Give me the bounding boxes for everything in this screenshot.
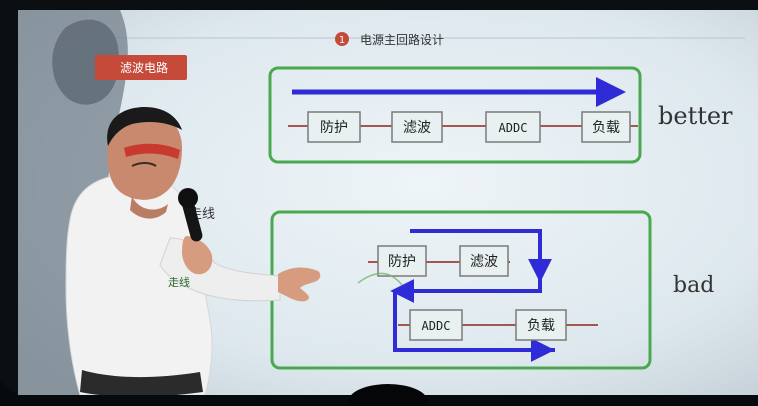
speaker-shadow bbox=[18, 10, 128, 395]
bad-block-filter-label: 滤波 bbox=[470, 254, 498, 270]
bad-annotation-curve bbox=[357, 272, 403, 286]
better-block-addc bbox=[485, 111, 541, 143]
speaker-mic-hand bbox=[182, 236, 213, 275]
better-block-filter-label: 滤波 bbox=[403, 120, 431, 136]
bad-flow-return bbox=[390, 278, 542, 303]
foreground-darkness bbox=[0, 380, 758, 406]
bad-flow-bottom bbox=[393, 291, 555, 362]
better-block-load bbox=[581, 111, 631, 143]
better-block-filter bbox=[391, 111, 443, 143]
bad-flow-top bbox=[410, 229, 552, 283]
speaker-headband bbox=[124, 143, 180, 159]
speaker bbox=[65, 106, 321, 397]
bad-diagram: 防护 滤波 ADDC 负载 bbox=[270, 210, 652, 370]
better-diagram-box bbox=[268, 66, 642, 164]
bad-block-protect bbox=[377, 245, 427, 277]
better-block-load-label: 负载 bbox=[592, 120, 620, 136]
left-handwritten-label: 走线 bbox=[168, 275, 190, 289]
section-number: 1 bbox=[339, 35, 345, 46]
better-label: better bbox=[658, 102, 733, 130]
better-block-addc-label: ADDC bbox=[499, 121, 528, 135]
speaker-face bbox=[107, 111, 182, 200]
section-title: 电源主回路设计 bbox=[360, 32, 444, 47]
bad-block-addc-label: ADDC bbox=[422, 319, 451, 333]
bad-label: bad bbox=[673, 273, 714, 298]
better-block-protect bbox=[307, 111, 361, 143]
section-number-badge bbox=[335, 32, 349, 46]
speaker-belt bbox=[80, 370, 203, 397]
bad-block-filter bbox=[459, 245, 509, 277]
bad-block-protect-label: 防护 bbox=[388, 254, 416, 270]
better-block-protect-label: 防护 bbox=[320, 120, 348, 136]
bad-block-addc bbox=[409, 309, 463, 341]
bad-block-load-label: 负载 bbox=[527, 318, 555, 334]
microphone-head bbox=[178, 188, 198, 208]
topic-tag bbox=[95, 55, 187, 80]
better-diagram: 防护 滤波 ADDC 负载 bbox=[268, 66, 642, 164]
audience-head-silhouette bbox=[348, 384, 428, 406]
bad-block-load bbox=[515, 309, 567, 341]
speaker-glasses bbox=[131, 162, 157, 167]
speaker-hand bbox=[278, 267, 321, 302]
speaker-shadow-head bbox=[52, 19, 119, 105]
topic-tag-label: 滤波电路 bbox=[120, 60, 168, 75]
speaker-hair bbox=[107, 106, 182, 146]
speaker-neck bbox=[130, 196, 168, 219]
